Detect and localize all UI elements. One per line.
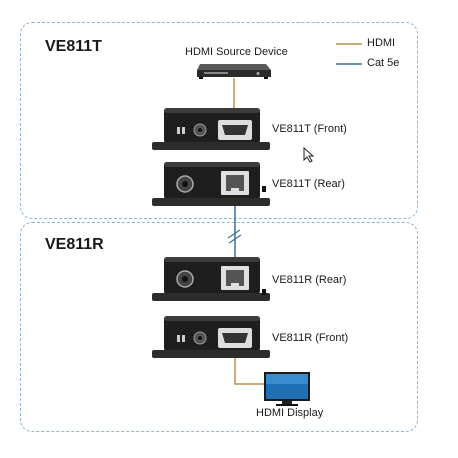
legend-hdmi-label: HDMI <box>367 37 396 49</box>
transmitter-title: VE811T <box>45 38 102 55</box>
rj45-port-icon <box>221 266 249 290</box>
receiver-panel <box>20 222 418 432</box>
ve811t-rear-label: VE811T (Rear) <box>272 178 345 190</box>
dvd-player-icon <box>197 64 271 79</box>
hdmi-cable-display <box>234 356 264 385</box>
ve811t-front-label: VE811T (Front) <box>272 123 347 135</box>
ve811t-front-device <box>152 108 270 150</box>
source-device-label: HDMI Source Device <box>185 46 288 58</box>
ve811r-front-device <box>152 316 270 358</box>
rj45-port-icon <box>221 171 249 195</box>
legend-cat5e-label: Cat 5e <box>367 57 400 69</box>
display-label: HDMI Display <box>256 407 324 419</box>
legend-hdmi-line <box>336 43 362 45</box>
monitor-icon <box>264 372 310 406</box>
receiver-title: VE811R <box>45 236 104 253</box>
hdmi-port-icon <box>218 328 252 348</box>
ve811t-rear-device <box>152 162 270 206</box>
ve811r-rear-device <box>152 257 270 301</box>
legend-cat5e-line <box>336 63 362 65</box>
ve811r-rear-label: VE811R (Rear) <box>272 274 347 286</box>
cursor-icon <box>303 147 315 163</box>
hdmi-port-icon <box>218 120 252 140</box>
ve811r-front-label: VE811R (Front) <box>272 332 349 344</box>
transmitter-panel <box>20 22 418 219</box>
